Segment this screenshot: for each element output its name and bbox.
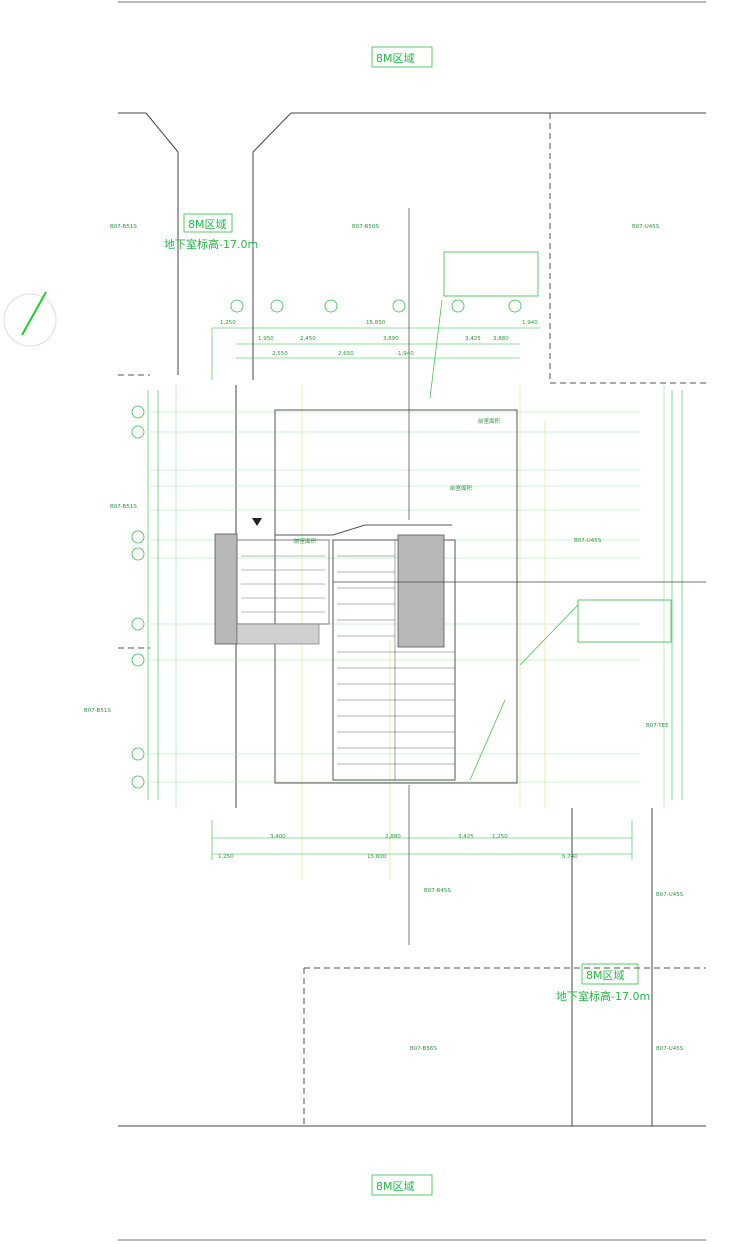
- svg-text:前室面积: 前室面积: [294, 537, 317, 545]
- svg-text:15,850: 15,850: [366, 320, 386, 326]
- level-note-top: 地下室标高-17.0m: [164, 237, 258, 251]
- svg-text:1,950: 1,950: [258, 336, 274, 342]
- top-zone-box: [371, 46, 433, 68]
- top-zone-label: 8M区域: [376, 52, 415, 65]
- level-note-bottom: 地下室标高-17.0m: [556, 989, 650, 1003]
- svg-text:3,425: 3,425: [458, 834, 474, 840]
- svg-text:B07-B51S: B07-B51S: [110, 504, 137, 510]
- svg-text:3,880: 3,880: [493, 336, 509, 342]
- svg-text:1,250: 1,250: [218, 854, 234, 860]
- svg-text:3,400: 3,400: [270, 834, 286, 840]
- svg-text:B07-B51S: B07-B51S: [84, 708, 111, 714]
- svg-text:1,250: 1,250: [220, 320, 236, 326]
- svg-text:2,880: 2,880: [385, 834, 401, 840]
- right-zone-label: 8M区域: [586, 969, 625, 982]
- svg-text:B07-U45S: B07-U45S: [632, 224, 660, 230]
- svg-text:前室面积: 前室面积: [450, 484, 473, 492]
- svg-text:B07-B51S: B07-B51S: [110, 224, 137, 230]
- svg-text:B07-B50S: B07-B50S: [352, 224, 379, 230]
- svg-text:B07-U45S: B07-U45S: [656, 1046, 684, 1052]
- stair-core: [274, 409, 518, 784]
- svg-text:1,940: 1,940: [522, 320, 538, 326]
- left-zone-label: 8M区域: [188, 218, 227, 231]
- svg-text:B07-U45S: B07-U45S: [574, 538, 602, 544]
- svg-text:5,740: 5,740: [562, 854, 578, 860]
- north-arrow-icon: [3, 291, 57, 347]
- right-shaft: [397, 534, 445, 648]
- svg-text:15,800: 15,800: [367, 854, 387, 860]
- dimension-lines: [147, 327, 683, 860]
- svg-text:3,890: 3,890: [383, 336, 399, 342]
- svg-text:1,250: 1,250: [492, 834, 508, 840]
- svg-text:前室面积: 前室面积: [478, 417, 501, 425]
- bottom-zone-label: 8M区域: [376, 1180, 415, 1193]
- dashed-boundaries: [118, 113, 706, 1126]
- svg-text:2,450: 2,450: [300, 336, 316, 342]
- svg-text:B07-U45S: B07-U45S: [656, 892, 684, 898]
- svg-text:3,425: 3,425: [465, 336, 481, 342]
- grid-bubbles-left: [131, 405, 145, 789]
- left-shaft: [214, 533, 238, 645]
- svg-text:2,650: 2,650: [338, 351, 354, 357]
- svg-text:1,940: 1,940: [398, 351, 414, 357]
- svg-text:B07-B45S: B07-B45S: [424, 888, 451, 894]
- stair-treads: [337, 540, 455, 780]
- outer-outline: [118, 112, 706, 1127]
- grid-bubbles-top: [230, 299, 522, 313]
- svg-text:B07-TEE: B07-TEE: [646, 723, 669, 729]
- svg-text:B07-B56S: B07-B56S: [410, 1046, 437, 1052]
- svg-text:2,550: 2,550: [272, 351, 288, 357]
